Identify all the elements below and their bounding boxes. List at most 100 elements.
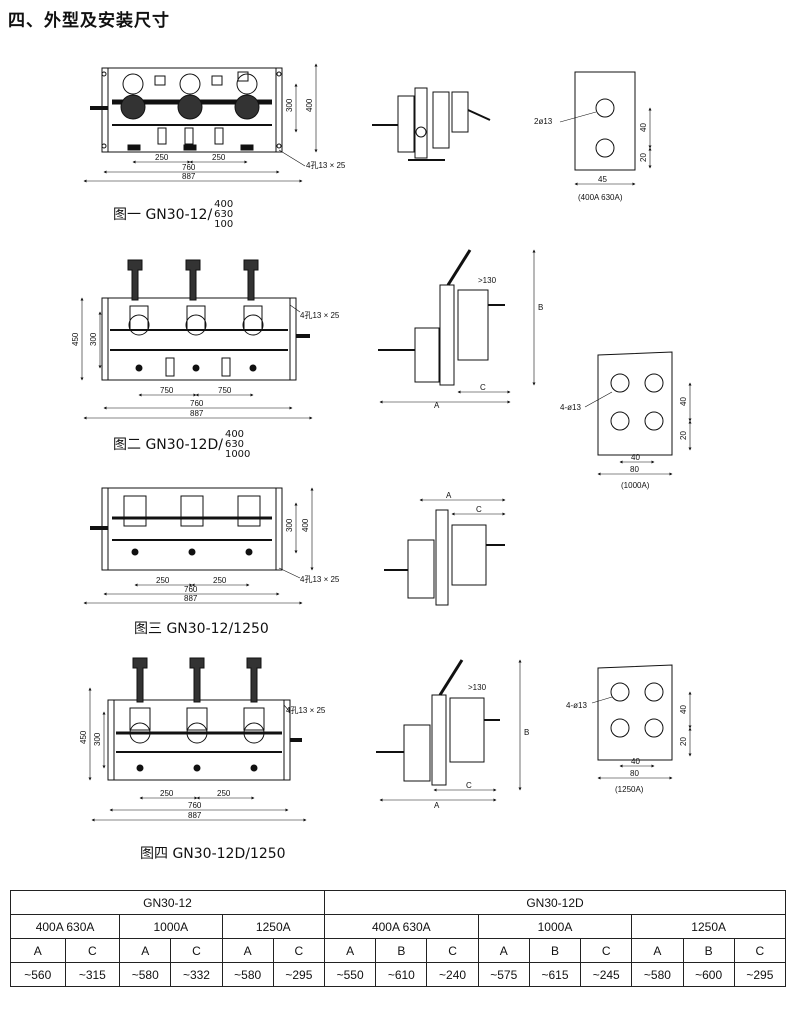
fig2-terminal-80: 80 xyxy=(630,465,639,474)
page-title: 四、外型及安装尺寸 xyxy=(8,11,170,31)
fig1-terminal-rating: (400A 630A) xyxy=(578,193,623,202)
table-rating-cell: 1250A xyxy=(631,914,786,939)
table-value-cell: ~575 xyxy=(477,962,530,987)
fig1-terminal-20: 20 xyxy=(639,153,648,162)
table-letter-cell: C xyxy=(170,938,223,963)
fig4-angle: >130 xyxy=(468,683,487,692)
figure2-terminal xyxy=(584,351,692,476)
figure3-side-view xyxy=(384,498,506,606)
fig1-holes: 4孔13 × 25 xyxy=(306,161,346,170)
fig1-terminal-45: 45 xyxy=(598,175,607,184)
table-value-cell: ~245 xyxy=(580,962,633,987)
figure4-terminal xyxy=(591,664,692,780)
fig2-dim-887: 887 xyxy=(190,409,204,418)
table-letter-cell: C xyxy=(733,938,787,963)
table-value-cell: ~580 xyxy=(119,962,172,987)
fig3-dim-400: 400 xyxy=(301,518,310,532)
fig4-dim-300: 300 xyxy=(93,732,102,746)
table-rating-cell: 1000A xyxy=(119,914,223,939)
fig3-dim-250a: 250 xyxy=(156,576,170,585)
fraction-line: 1000 xyxy=(224,449,251,460)
fig2-dim-760: 760 xyxy=(190,399,204,408)
figure4-caption: 图四 GN30-12D/1250 xyxy=(140,846,286,862)
figure4-side-view xyxy=(376,659,522,802)
fig2-side-B: B xyxy=(538,303,543,312)
table-value-cell: ~580 xyxy=(631,962,684,987)
fig3-side-A: A xyxy=(446,491,452,500)
table-rating-row: 400A 630A 1000A 1250A 400A 630A 1000A 12… xyxy=(9,914,786,939)
table-letter-cell: A xyxy=(119,938,172,963)
fig2-dim-300: 300 xyxy=(89,332,98,346)
table-rating-cell: 1000A xyxy=(477,914,633,939)
fig2-terminal-20: 20 xyxy=(679,431,688,440)
table-value-cell: ~295 xyxy=(272,962,326,987)
table-letter-cell: A xyxy=(477,938,530,963)
fraction-line: 630 xyxy=(224,439,245,450)
fig1-dim-250a: 250 xyxy=(155,153,169,162)
table-letter-cell: C xyxy=(426,938,479,963)
fig2-dim-750b: 750 xyxy=(218,386,232,395)
fig2-holes: 4孔13 × 25 xyxy=(300,311,340,320)
fig2-dim-450: 450 xyxy=(71,332,80,346)
fig1-terminal-40: 40 xyxy=(639,123,648,132)
fig1-dim-887: 887 xyxy=(182,172,196,181)
fig1-dim-250b: 250 xyxy=(212,153,226,162)
fig1-terminal-hole: 2ø13 xyxy=(534,117,553,126)
figure1-caption-fraction: 400 630 100 xyxy=(214,200,233,230)
fig4-terminal-80: 80 xyxy=(630,769,639,778)
figure3-caption: 图三 GN30-12/1250 xyxy=(134,621,269,637)
fig2-angle: >130 xyxy=(478,276,497,285)
fig3-holes: 4孔13 × 25 xyxy=(300,575,340,584)
fig4-terminal-40: 40 xyxy=(679,705,688,714)
fig4-terminal-40b: 40 xyxy=(631,757,640,766)
fig2-terminal-hole: 4-ø13 xyxy=(560,403,581,412)
table-letter-cell: C xyxy=(580,938,633,963)
fraction-line: 400 xyxy=(224,429,245,440)
table-letter-cell: A xyxy=(323,938,377,963)
fig1-dim-400: 400 xyxy=(305,98,314,112)
fig2-terminal-40: 40 xyxy=(679,397,688,406)
fig4-dim-250a: 250 xyxy=(160,789,174,798)
fig2-side-A: A xyxy=(434,401,440,410)
fig4-terminal-rating: (1250A) xyxy=(615,785,644,794)
fig2-terminal-rating: (1000A) xyxy=(621,481,650,490)
fig4-dim-250b: 250 xyxy=(217,789,231,798)
fig4-holes: 4孔13 × 25 xyxy=(286,706,326,715)
fig4-dim-450: 450 xyxy=(79,730,88,744)
fig4-terminal-hole: 4-ø13 xyxy=(566,701,587,710)
fig3-dim-300: 300 xyxy=(285,518,294,532)
fig1-dim-760: 760 xyxy=(182,163,196,172)
fig4-dim-760: 760 xyxy=(188,801,202,810)
table-letter-cell: A xyxy=(631,938,684,963)
fig4-side-B: B xyxy=(524,728,529,737)
fig4-dim-887: 887 xyxy=(188,811,202,820)
table-letter-cell: C xyxy=(64,938,121,963)
figure1-front-view xyxy=(83,63,318,183)
table-group-gn30-12: GN30-12 xyxy=(10,890,325,915)
table-letter-cell: B xyxy=(375,938,428,963)
table-value-cell: ~315 xyxy=(64,962,121,987)
table-letter-cell: A xyxy=(221,938,274,963)
figure2-caption-fraction: 400 630 1000 xyxy=(225,430,250,460)
table-value-cell: ~295 xyxy=(733,962,787,987)
drawings: 300 400 250 250 760 887 4孔13 × 25 2ø13 4… xyxy=(71,63,692,822)
fraction-line: 630 xyxy=(214,209,234,220)
fig4-side-C: C xyxy=(466,781,472,790)
fraction-line: 400 xyxy=(214,199,234,210)
fig1-dim-300: 300 xyxy=(285,98,294,112)
figure1-side-view xyxy=(372,87,491,161)
table-rating-cell: 1250A xyxy=(221,914,326,939)
figure2-caption: 图二 GN30-12D/ 400 630 1000 xyxy=(113,430,250,460)
fig3-dim-760: 760 xyxy=(184,585,198,594)
figure2-front-view xyxy=(80,259,313,420)
fig2-dim-750a: 750 xyxy=(160,386,174,395)
table-value-cell: ~560 xyxy=(10,962,66,987)
table-value-cell: ~610 xyxy=(375,962,428,987)
table-letter-cell: B xyxy=(682,938,735,963)
table-value-cell: ~550 xyxy=(323,962,377,987)
figure2-side-view xyxy=(378,249,536,404)
figure2-caption-prefix: 图二 GN30-12D/ xyxy=(113,437,223,453)
fig4-side-A: A xyxy=(434,801,440,810)
fig4-terminal-20: 20 xyxy=(679,737,688,746)
table-group-row: GN30-12 GN30-12D xyxy=(10,890,786,915)
